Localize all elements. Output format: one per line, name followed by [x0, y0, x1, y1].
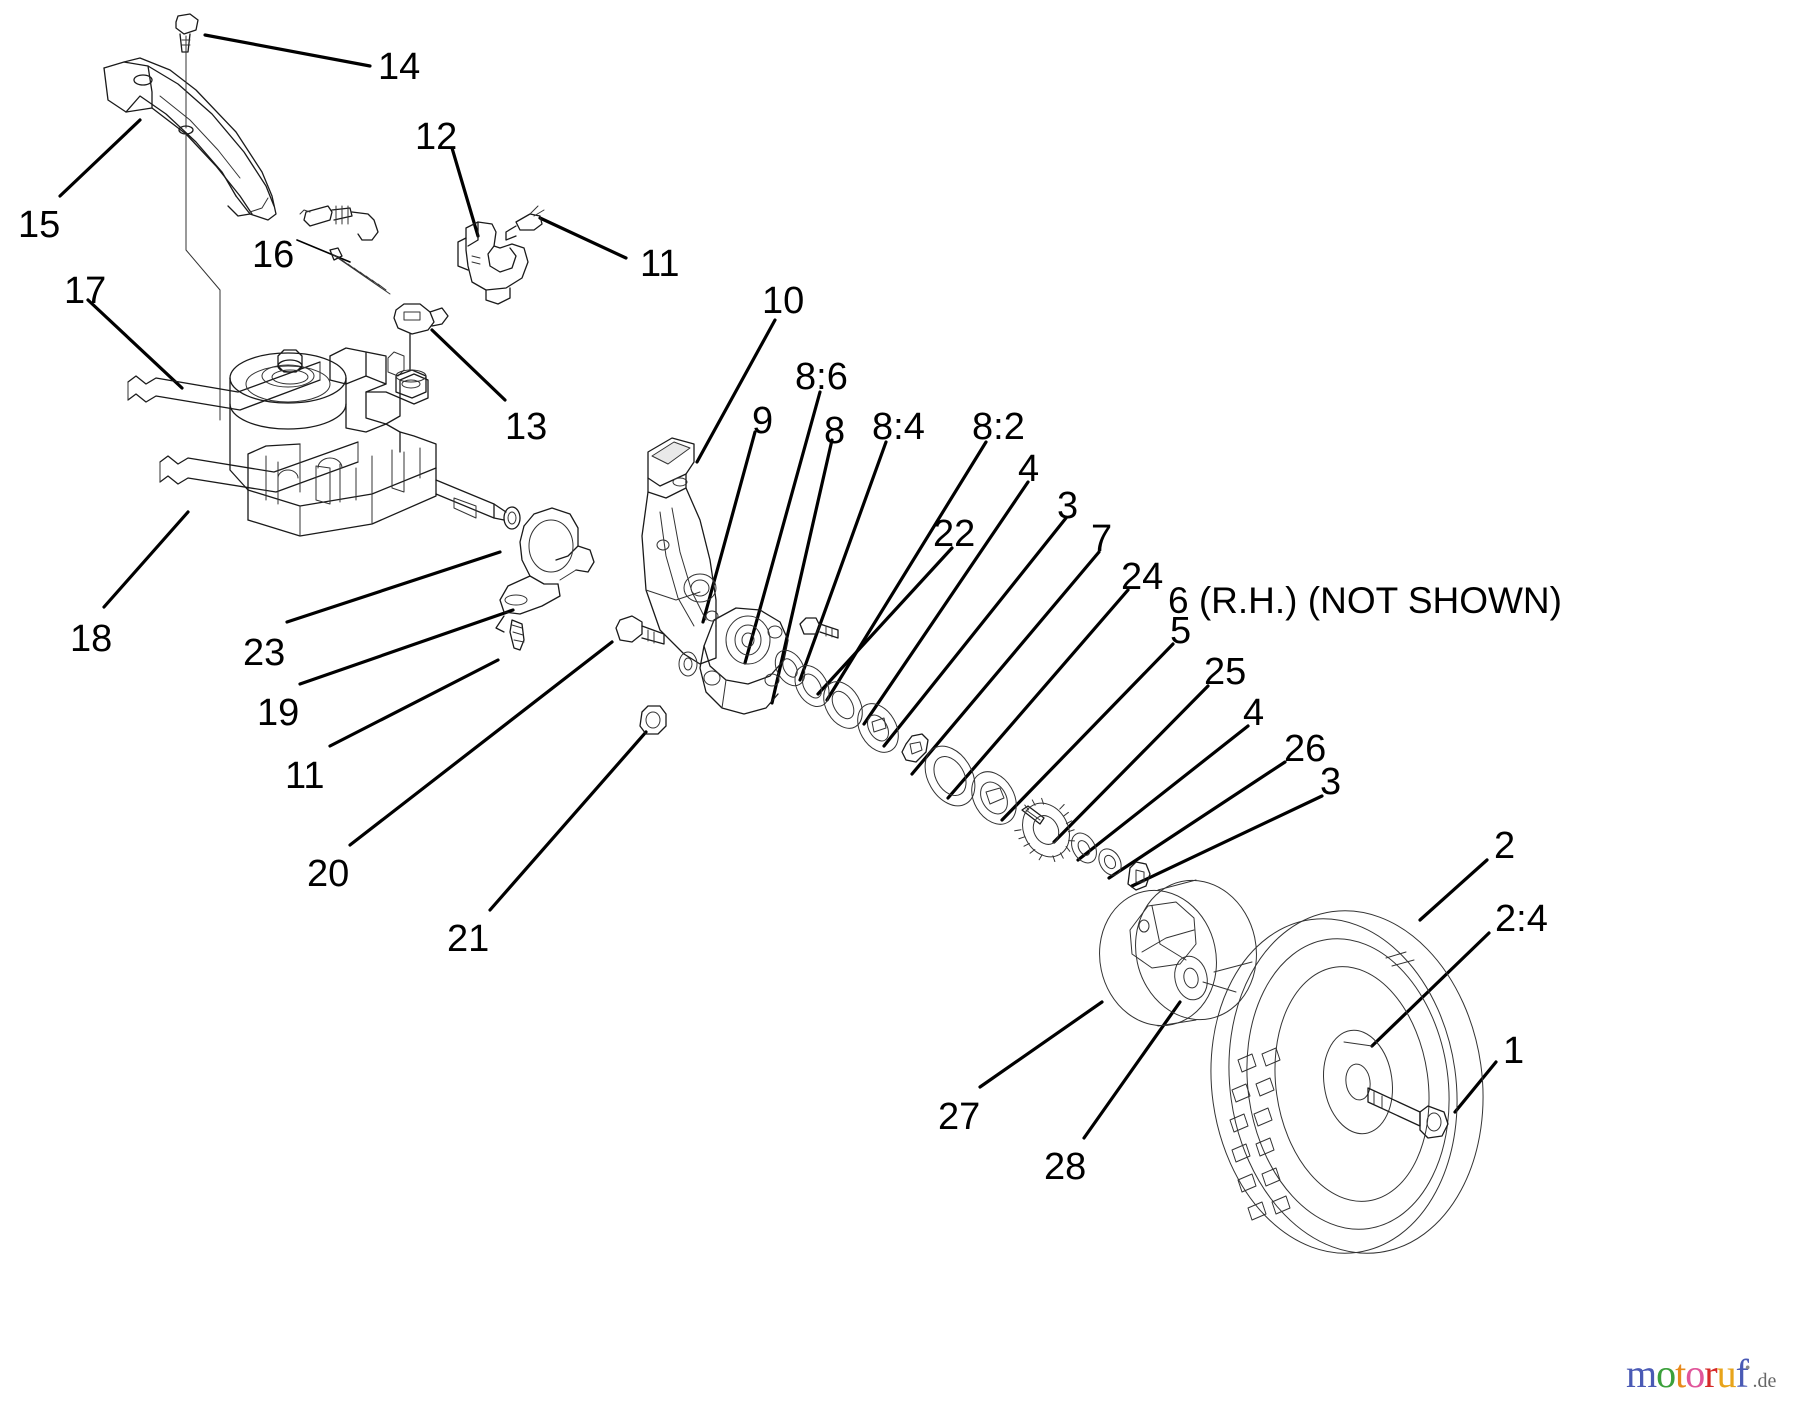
callout-5: 5	[1170, 610, 1192, 652]
watermark-accent-dot: •	[1744, 1360, 1751, 1377]
callout-2-4: 2:4	[1495, 898, 1548, 940]
callout-9: 9	[752, 400, 774, 442]
motoruf-watermark: motoruf•.de	[1626, 1352, 1794, 1396]
part-bolt-22	[799, 617, 839, 639]
callout-11-bottom: 11	[285, 755, 325, 797]
callout-6-rh-not-shown: 6 (R.H.) (NOT SHOWN)	[1168, 580, 1562, 621]
callout-19: 19	[257, 692, 300, 734]
leader-lines	[58, 33, 1498, 1140]
callout-12: 12	[415, 116, 458, 158]
callout-2: 2	[1494, 825, 1516, 867]
callout-4-b: 4	[1243, 692, 1265, 734]
callout-7: 7	[1091, 518, 1113, 560]
part-frame-rails	[127, 361, 359, 493]
part-tire-wheel	[1210, 910, 1484, 1254]
part-nut-21	[639, 705, 667, 735]
callout-3-a: 3	[1057, 485, 1079, 527]
part-bolt-20	[615, 615, 665, 645]
callout-1: 1	[1503, 1030, 1525, 1072]
callout-4-a: 4	[1018, 448, 1040, 490]
part-transmission-housing	[229, 303, 521, 537]
callout-25: 25	[1204, 651, 1247, 693]
part-bracket-12	[457, 221, 529, 305]
callout-27: 27	[938, 1096, 981, 1138]
watermark-letter-f: f	[1735, 1351, 1749, 1396]
callout-11-top: 11	[640, 243, 680, 285]
watermark-letter-u: u	[1716, 1351, 1737, 1396]
callout-24: 24	[1121, 556, 1164, 598]
watermark-letter-o2: o	[1685, 1351, 1705, 1396]
callout-21: 21	[447, 918, 490, 960]
part-bearing-flange	[495, 507, 595, 651]
part-spring-assembly	[299, 205, 379, 241]
callout-3-b: 3	[1320, 761, 1342, 803]
callout-8-2: 8:2	[972, 406, 1025, 448]
callout-10: 10	[762, 280, 805, 322]
callout-23: 23	[243, 632, 286, 674]
watermark-letter-t: t	[1675, 1351, 1686, 1396]
callout-18: 18	[70, 618, 113, 660]
part-bolt-14	[175, 13, 199, 53]
callout-16: 16	[252, 234, 295, 276]
part-hub-carrier	[678, 573, 789, 715]
callout-8-6: 8:6	[795, 356, 848, 398]
part-upper-bracket	[103, 57, 277, 221]
callout-26: 26	[1284, 728, 1327, 770]
callout-8: 8	[824, 410, 846, 452]
part-pin-11-top	[505, 205, 545, 241]
watermark-letter-o1: o	[1656, 1351, 1676, 1396]
watermark-suffix: .de	[1752, 1370, 1777, 1392]
part-stack-small-components	[774, 649, 1151, 891]
callout-22: 22	[933, 513, 976, 555]
part-spring-16	[329, 247, 391, 295]
callout-14: 14	[378, 46, 421, 88]
callout-17: 17	[64, 270, 107, 312]
callout-8-4: 8:4	[872, 406, 925, 448]
callout-20: 20	[307, 853, 350, 895]
watermark-letter-r: r	[1704, 1351, 1717, 1396]
part-wheel-hub-cover	[1099, 879, 1257, 1027]
part-wheel-support-arm	[641, 437, 717, 665]
watermark-letter-m: m	[1626, 1351, 1657, 1396]
callout-28: 28	[1044, 1146, 1087, 1188]
callout-15: 15	[18, 204, 61, 246]
callout-13: 13	[505, 406, 548, 448]
part-axle-bolt	[1367, 1087, 1449, 1139]
